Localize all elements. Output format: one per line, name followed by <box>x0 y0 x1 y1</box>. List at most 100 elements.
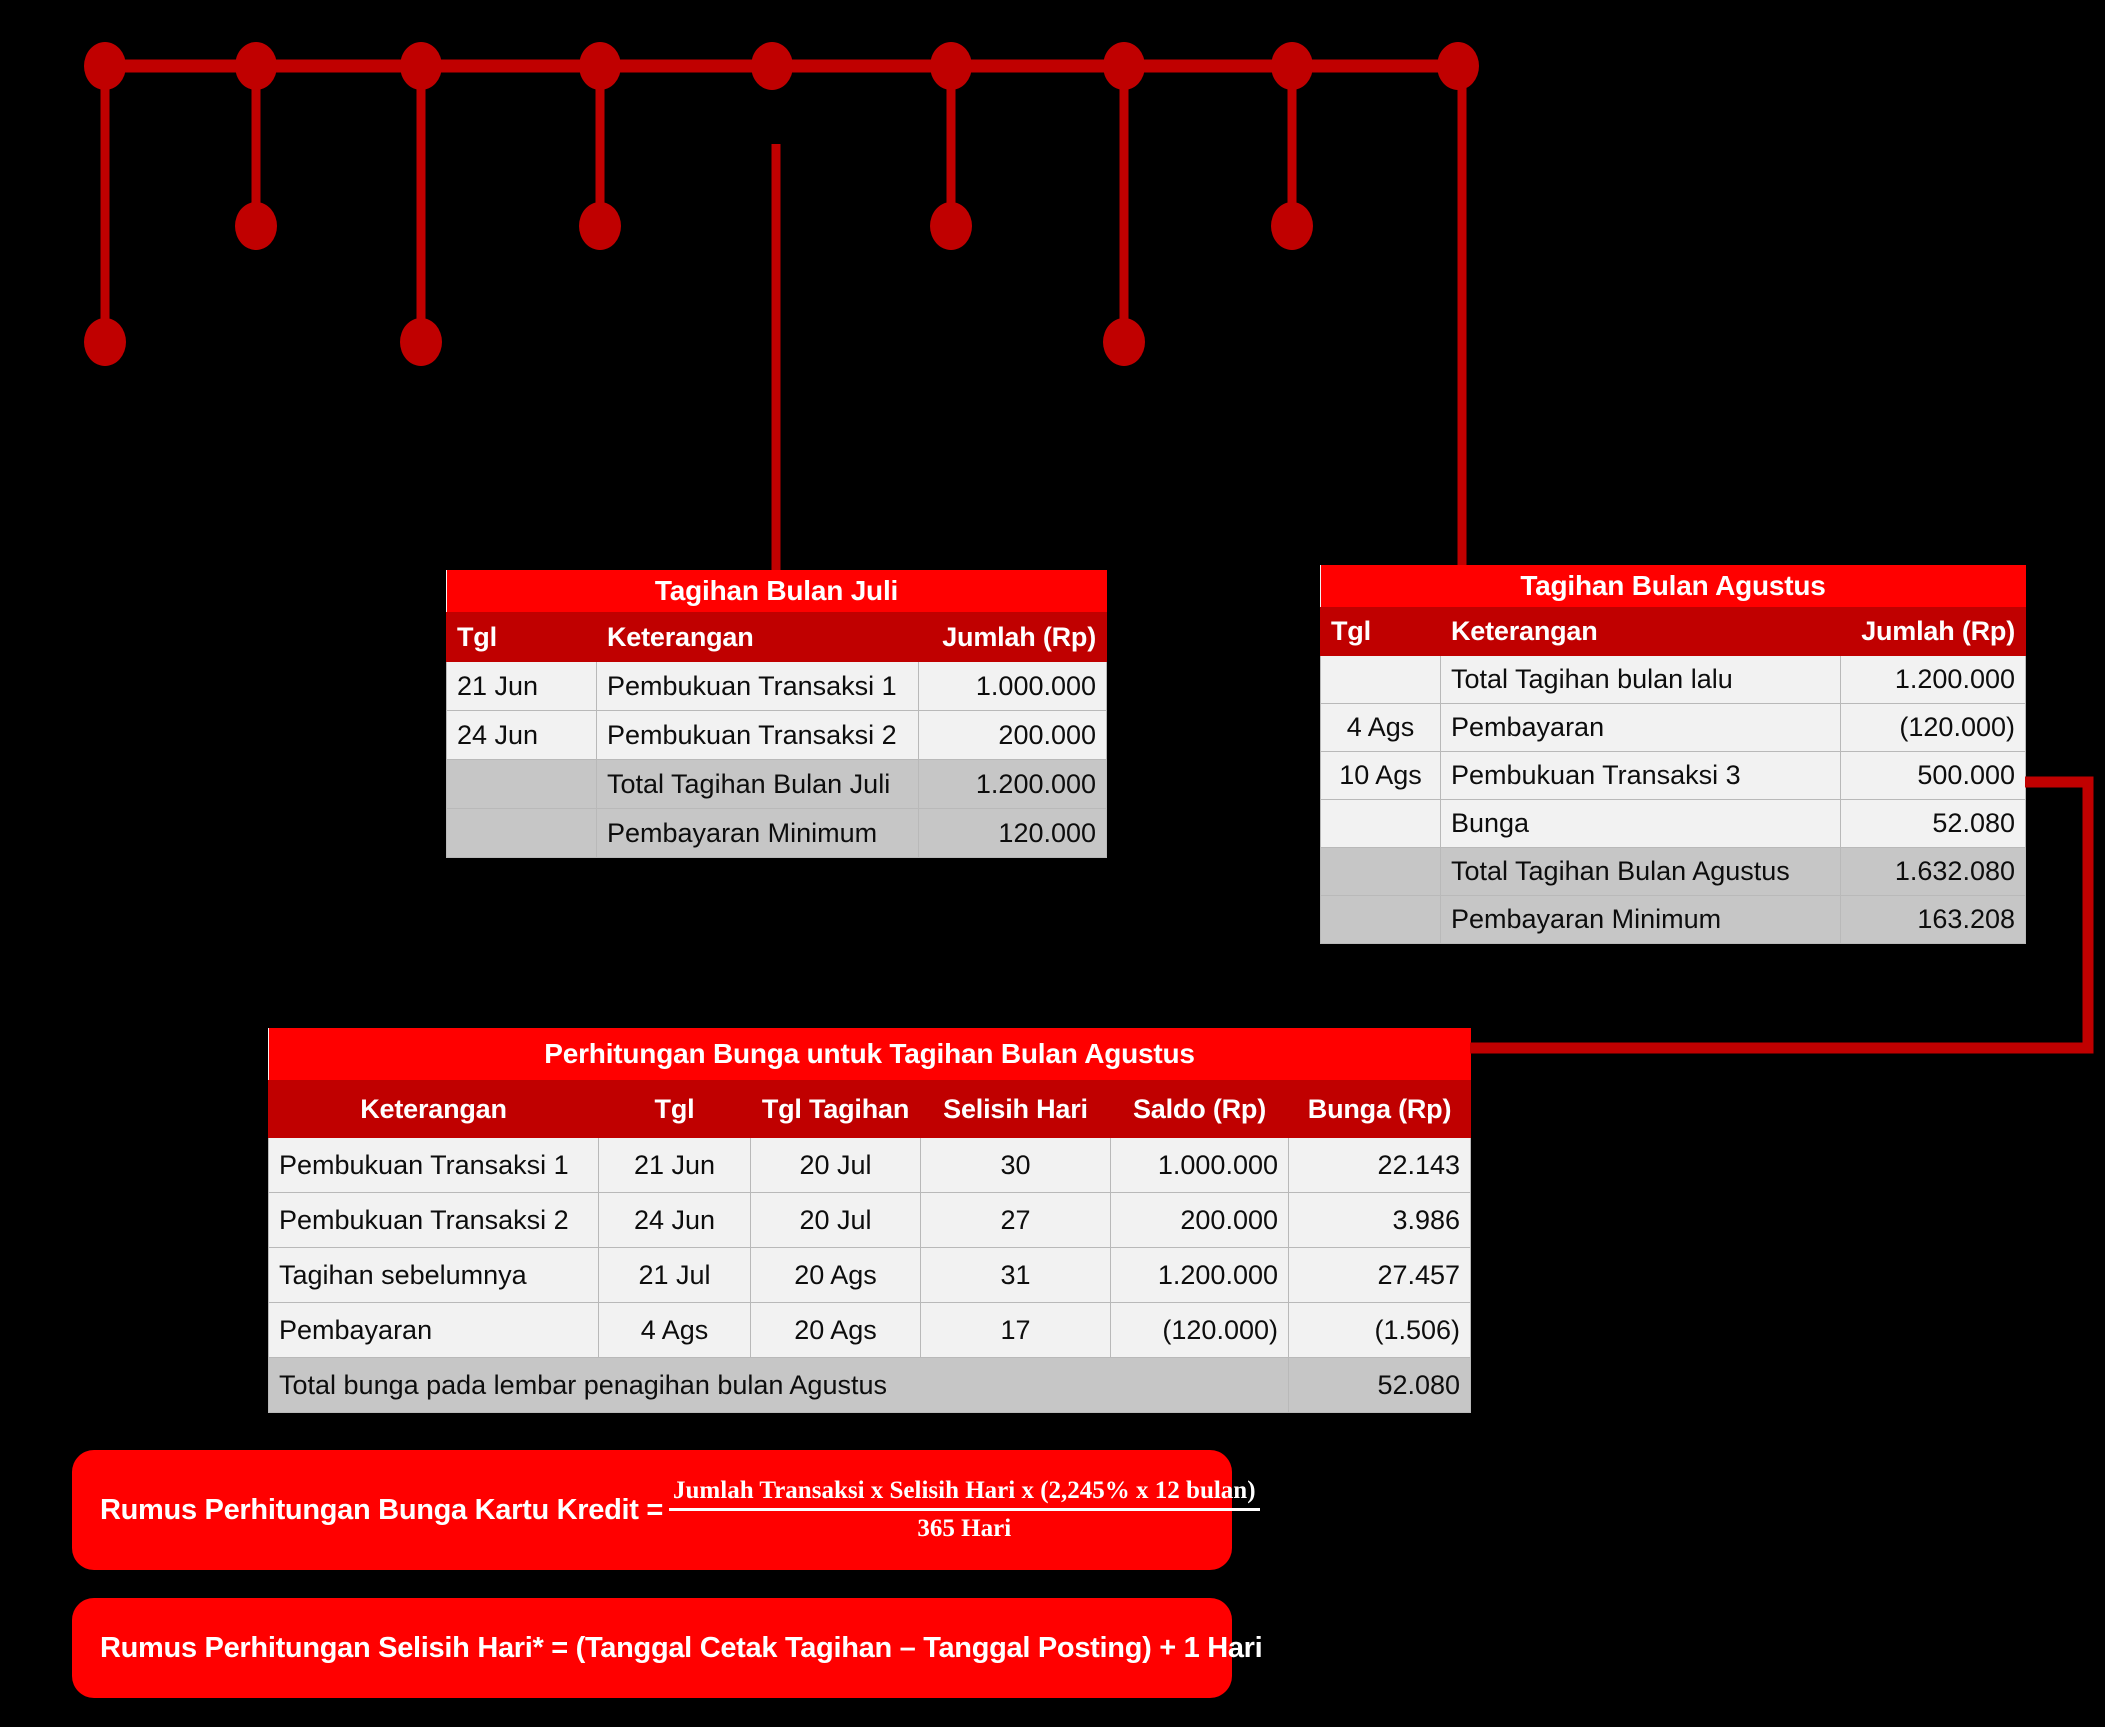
table-title: Tagihan Bulan Agustus <box>1320 565 2026 608</box>
table-row: Pembukuan Transaksi 1 21 Jun 20 Jul 30 1… <box>268 1137 1472 1193</box>
cell-saldo: (120.000) <box>1110 1302 1289 1358</box>
formula-box-selisih-hari: Rumus Perhitungan Selisih Hari* = (Tangg… <box>72 1598 1263 1698</box>
cell-keterangan: Pembukuan Transaksi 2 <box>268 1192 599 1248</box>
table-row: 4 Ags Pembayaran (120.000) <box>1320 703 2026 752</box>
column-header-keterangan: Keterangan <box>596 612 919 662</box>
formula-denominator: 365 Hari <box>917 1515 1012 1542</box>
timeline-node-3 <box>400 42 442 90</box>
column-header-selisih-hari: Selisih Hari <box>920 1080 1111 1138</box>
table-row: Bunga 52.080 <box>1320 799 2026 848</box>
cell-selisih-hari: 17 <box>920 1302 1111 1358</box>
cell-tgl-tagihan: 20 Ags <box>750 1247 921 1303</box>
table-row: 10 Ags Pembukuan Transaksi 3 500.000 <box>1320 751 2026 800</box>
cell-total-value: 52.080 <box>1287 1357 1472 1413</box>
column-header-tgl: Tgl <box>446 612 597 662</box>
cell-keterangan: Pembayaran <box>1440 703 1841 752</box>
cell-keterangan: Pembayaran Minimum <box>1440 895 1841 944</box>
cell-tgl: 4 Ags <box>598 1302 751 1358</box>
table-title: Perhitungan Bunga untuk Tagihan Bulan Ag… <box>268 1028 1471 1081</box>
cell-selisih-hari: 30 <box>920 1137 1111 1193</box>
cell-bunga: 22.143 <box>1287 1137 1472 1193</box>
column-header-jumlah: Jumlah (Rp) <box>1840 607 2026 656</box>
cell-jumlah: 52.080 <box>1840 799 2026 848</box>
cell-total-label: Total bunga pada lembar penagihan bulan … <box>268 1357 1289 1413</box>
table-row: 21 Jun Pembukuan Transaksi 1 1.000.000 <box>446 661 1108 711</box>
cell-keterangan: Pembukuan Transaksi 2 <box>596 710 919 760</box>
cell-selisih-hari: 27 <box>920 1192 1111 1248</box>
table-row: 24 Jun Pembukuan Transaksi 2 200.000 <box>446 710 1108 760</box>
table-row: Pembayaran Minimum 120.000 <box>446 808 1108 858</box>
cell-tgl: 21 Jun <box>598 1137 751 1193</box>
table-header-row: Tgl Keterangan Jumlah (Rp) <box>1320 607 2026 656</box>
table-total-row: Total bunga pada lembar penagihan bulan … <box>268 1357 1472 1413</box>
cell-keterangan: Total Tagihan Bulan Agustus <box>1440 847 1841 896</box>
timeline-node-1 <box>84 42 126 90</box>
timeline-drop-node-3 <box>400 318 442 366</box>
cell-keterangan: Pembukuan Transaksi 1 <box>268 1137 599 1193</box>
table-header-row: Tgl Keterangan Jumlah (Rp) <box>446 612 1108 662</box>
cell-jumlah: 1.000.000 <box>917 661 1108 711</box>
table-tagihan-agustus: Tagihan Bulan Agustus Tgl Keterangan Jum… <box>1320 565 2026 944</box>
timeline-node-4 <box>579 42 621 90</box>
timeline-node-7 <box>1103 42 1145 90</box>
formula-fraction-bunga: Jumlah Transaksi x Selisih Hari x (2,245… <box>669 1477 1260 1543</box>
cell-jumlah: 200.000 <box>917 710 1108 760</box>
cell-selisih-hari: 31 <box>920 1247 1111 1303</box>
cell-tgl: 4 Ags <box>1320 703 1441 752</box>
column-header-tgl: Tgl <box>598 1080 751 1138</box>
formula-label-selisih-hari: Rumus Perhitungan Selisih Hari* = (Tangg… <box>100 1631 1263 1664</box>
table-row: Tagihan sebelumnya 21 Jul 20 Ags 31 1.20… <box>268 1247 1472 1303</box>
cell-jumlah: 120.000 <box>917 808 1108 858</box>
cell-jumlah: 500.000 <box>1840 751 2026 800</box>
column-header-tgl-tagihan: Tgl Tagihan <box>750 1080 921 1138</box>
cell-tgl: 24 Jun <box>598 1192 751 1248</box>
cell-keterangan: Pembayaran Minimum <box>596 808 919 858</box>
table-header-row: Keterangan Tgl Tgl Tagihan Selisih Hari … <box>268 1080 1472 1138</box>
formula-numerator: Jumlah Transaksi x Selisih Hari x (2,245… <box>669 1477 1260 1511</box>
timeline-drop-node-4 <box>579 202 621 250</box>
column-header-bunga: Bunga (Rp) <box>1287 1080 1472 1138</box>
timeline-node-5 <box>751 42 793 90</box>
table-row: Pembayaran Minimum 163.208 <box>1320 895 2026 944</box>
table-title: Tagihan Bulan Juli <box>446 570 1107 613</box>
cell-keterangan: Tagihan sebelumnya <box>268 1247 599 1303</box>
cell-tgl: 24 Jun <box>446 710 597 760</box>
timeline-node-9 <box>1437 42 1479 90</box>
cell-keterangan: Pembukuan Transaksi 3 <box>1440 751 1841 800</box>
table-title-row: Perhitungan Bunga untuk Tagihan Bulan Ag… <box>268 1028 1471 1081</box>
table-title-row: Tagihan Bulan Juli <box>446 570 1107 613</box>
cell-tgl-tagihan: 20 Ags <box>750 1302 921 1358</box>
cell-keterangan: Pembayaran <box>268 1302 599 1358</box>
column-header-jumlah: Jumlah (Rp) <box>917 612 1108 662</box>
timeline-drop-node-6 <box>930 202 972 250</box>
cell-jumlah: 1.632.080 <box>1840 847 2026 896</box>
cell-jumlah: 163.208 <box>1840 895 2026 944</box>
cell-tgl <box>1320 655 1441 704</box>
cell-bunga: (1.506) <box>1287 1302 1472 1358</box>
cell-tgl <box>446 808 597 858</box>
column-header-saldo: Saldo (Rp) <box>1110 1080 1289 1138</box>
cell-tgl <box>1320 799 1441 848</box>
timeline-drop-node-2 <box>235 202 277 250</box>
cell-tgl-tagihan: 20 Jul <box>750 1137 921 1193</box>
table-tagihan-juli: Tagihan Bulan Juli Tgl Keterangan Jumlah… <box>446 570 1108 858</box>
cell-tgl <box>1320 895 1441 944</box>
cell-keterangan: Total Tagihan bulan lalu <box>1440 655 1841 704</box>
timeline-drop-node-1 <box>84 318 126 366</box>
formula-label-bunga: Rumus Perhitungan Bunga Kartu Kredit = <box>100 1493 664 1526</box>
table-row: Pembukuan Transaksi 2 24 Jun 20 Jul 27 2… <box>268 1192 1472 1248</box>
cell-saldo: 200.000 <box>1110 1192 1289 1248</box>
timeline-drop-node-7 <box>1103 318 1145 366</box>
cell-tgl-tagihan: 20 Jul <box>750 1192 921 1248</box>
timeline-drop-node-8 <box>1271 202 1313 250</box>
timeline-node-8 <box>1271 42 1313 90</box>
cell-tgl <box>1320 847 1441 896</box>
table-row: Total Tagihan Bulan Agustus 1.632.080 <box>1320 847 2026 896</box>
cell-keterangan: Bunga <box>1440 799 1841 848</box>
cell-bunga: 3.986 <box>1287 1192 1472 1248</box>
cell-jumlah: (120.000) <box>1840 703 2026 752</box>
cell-saldo: 1.200.000 <box>1110 1247 1289 1303</box>
timeline-diagram <box>84 42 1479 570</box>
cell-keterangan: Pembukuan Transaksi 1 <box>596 661 919 711</box>
cell-saldo: 1.000.000 <box>1110 1137 1289 1193</box>
